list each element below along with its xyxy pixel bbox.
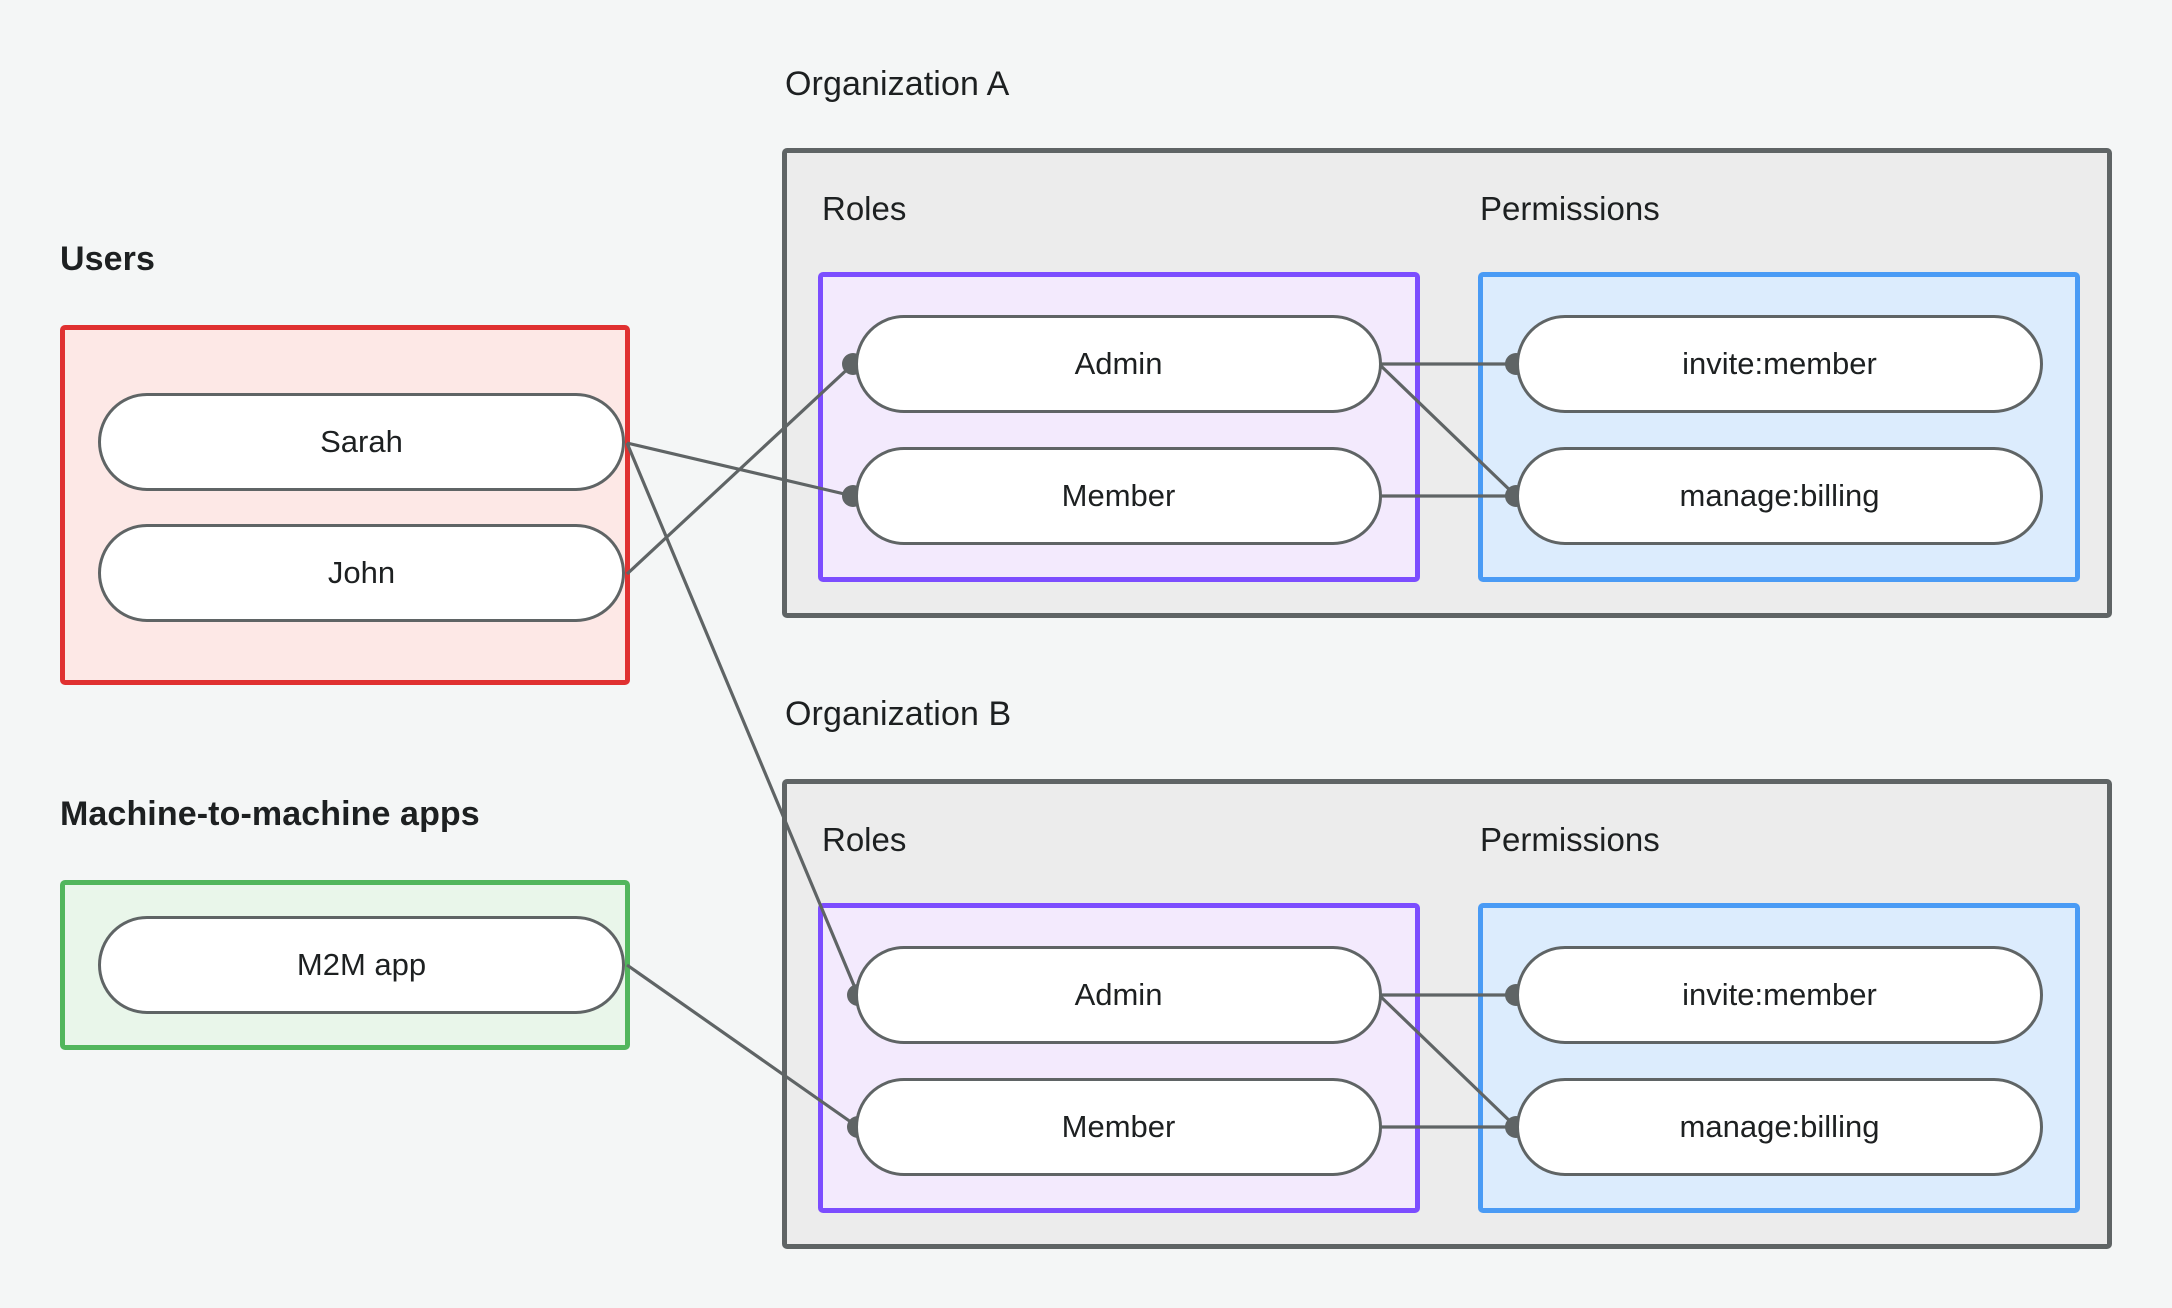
- node-orgB-perm-manage-billing[interactable]: manage:billing: [1516, 1078, 2043, 1176]
- orgB-roles-title: Roles: [822, 821, 907, 858]
- node-orgB-role-admin-label: Admin: [1074, 977, 1163, 1012]
- orgA-permissions-title: Permissions: [1480, 190, 1660, 227]
- node-orgB-role-member[interactable]: Member: [855, 1078, 1382, 1176]
- node-orgA-role-member-label: Member: [1061, 478, 1176, 513]
- orgA-title: Organization A: [785, 65, 1010, 103]
- node-orgA-role-member[interactable]: Member: [855, 447, 1382, 545]
- node-m2m-app-label: M2M app: [296, 947, 427, 982]
- orgB-title: Organization B: [785, 695, 1012, 733]
- users-group-title: Users: [60, 240, 156, 278]
- node-orgA-perm-manage-billing-label: manage:billing: [1679, 478, 1880, 513]
- node-orgB-role-admin[interactable]: Admin: [855, 946, 1382, 1044]
- node-john[interactable]: John: [98, 524, 625, 622]
- node-orgB-role-member-label: Member: [1061, 1109, 1176, 1144]
- m2m-group-title: Machine-to-machine apps: [60, 795, 480, 833]
- node-orgB-perm-manage-billing-label: manage:billing: [1679, 1109, 1880, 1144]
- node-john-label: John: [327, 555, 396, 590]
- node-orgA-perm-invite-member[interactable]: invite:member: [1516, 315, 2043, 413]
- users-group-box: [60, 325, 630, 685]
- node-orgA-perm-invite-member-label: invite:member: [1682, 346, 1877, 381]
- node-m2m-app[interactable]: M2M app: [98, 916, 625, 1014]
- node-orgA-role-admin[interactable]: Admin: [855, 315, 1382, 413]
- node-orgB-perm-invite-member-label: invite:member: [1682, 977, 1877, 1012]
- orgB-permissions-title: Permissions: [1480, 821, 1660, 858]
- node-orgB-perm-invite-member[interactable]: invite:member: [1516, 946, 2043, 1044]
- node-sarah[interactable]: Sarah: [98, 393, 625, 491]
- orgA-roles-title: Roles: [822, 190, 907, 227]
- node-orgA-role-admin-label: Admin: [1074, 346, 1163, 381]
- node-sarah-label: Sarah: [320, 424, 403, 459]
- node-orgA-perm-manage-billing[interactable]: manage:billing: [1516, 447, 2043, 545]
